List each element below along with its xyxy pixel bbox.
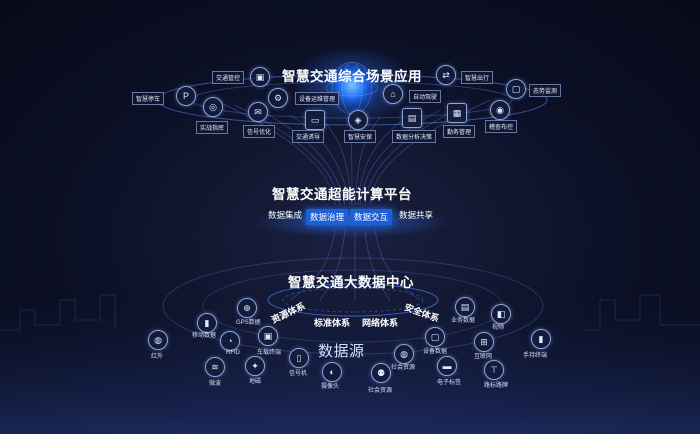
- src-social-resource: 社会资源: [368, 388, 393, 394]
- etag-icon: ▬: [437, 356, 457, 376]
- source-title: 数据源: [318, 343, 365, 360]
- geomag-icon: ✦: [245, 356, 265, 376]
- app-smart-parking: 智慧停车: [132, 92, 165, 105]
- src-mobile: 移动数据: [192, 333, 217, 339]
- app-traffic-guide: 交通诱导: [292, 130, 325, 143]
- app-signal-optimize: 信号优化: [243, 125, 276, 138]
- microwave-icon: ≋: [205, 357, 225, 377]
- city-skyline: [0, 294, 700, 331]
- src-device-data: 设备数据: [423, 349, 448, 355]
- scene-title: 智慧交通综合场景应用: [282, 69, 422, 84]
- src-handheld: 手持终端: [523, 353, 548, 359]
- compute-title: 智慧交通超能计算平台: [272, 187, 412, 202]
- infrared-icon: ◍: [148, 330, 168, 350]
- mobile-icon: ▮: [197, 313, 217, 333]
- app-auto-drive: 自动驾驶: [409, 90, 442, 103]
- situation-icon: ▢: [506, 79, 526, 99]
- city-glow: [0, 300, 700, 434]
- camera-icon: ◐: [322, 362, 342, 382]
- src-etag: 电子标签: [437, 380, 462, 386]
- road-facility-icon: ⊤: [484, 360, 504, 380]
- src-camera: 摄像头: [321, 384, 340, 390]
- social2-icon: ◍: [394, 344, 414, 364]
- src-gps: GPS数据: [236, 320, 261, 326]
- command-icon: ◎: [203, 97, 223, 117]
- app-incident-command: 实战指挥: [196, 121, 229, 134]
- business-icon: ▤: [455, 297, 475, 317]
- travel-icon: ⇄: [436, 65, 456, 85]
- app-situation: 态势监测: [529, 84, 562, 97]
- device-data-icon: ▢: [425, 327, 445, 347]
- src-geomag: 地磁: [249, 379, 262, 385]
- src-rfid: RFID: [226, 350, 240, 356]
- drive-icon: ⌂: [383, 84, 403, 104]
- video-icon: ◧: [491, 304, 511, 324]
- iot-icon: ⊞: [474, 332, 494, 352]
- tag-data-governance: 数据治理: [306, 209, 349, 225]
- gps-icon: ⊕: [237, 298, 257, 318]
- src-video: 视频: [492, 325, 505, 331]
- app-device-mgmt: 设备运维管理: [295, 92, 340, 105]
- src-road-facility: 路标路牌: [484, 383, 509, 389]
- tag-data-integration: 数据集成: [268, 210, 303, 220]
- bigdata-title: 智慧交通大数据中心: [288, 275, 414, 290]
- signal-icon: ✉: [248, 102, 268, 122]
- social-icon: ⚉: [371, 363, 391, 383]
- app-inspection: 稽查布控: [485, 120, 518, 133]
- src-microwave: 微波: [209, 381, 222, 387]
- rfid-icon: ◔: [220, 331, 240, 351]
- app-data-analysis: 数据分析决策: [392, 130, 437, 143]
- app-smart-travel: 智慧出行: [461, 71, 494, 84]
- src-vehicle: 车载终端: [257, 350, 282, 356]
- app-smart-security: 智慧安保: [344, 130, 377, 143]
- service-icon: ▦: [447, 103, 467, 123]
- src-business: 业务数据: [451, 318, 476, 324]
- app-traffic-control: 交通管控: [212, 71, 245, 84]
- vehicle-icon: ▣: [258, 326, 278, 346]
- pillar-standard: 标准体系: [314, 318, 351, 328]
- device-mgmt-icon: ⚙: [268, 88, 288, 108]
- src-iot: 互联网: [474, 354, 493, 360]
- tag-data-sharing: 数据共享: [399, 210, 434, 220]
- src-signal-machine: 信号机: [289, 371, 308, 377]
- parking-icon: P: [176, 86, 196, 106]
- tag-data-interaction: 数据交互: [350, 209, 393, 225]
- src-infrared: 红外: [151, 354, 164, 360]
- guide-icon: ▭: [305, 110, 325, 130]
- analysis-icon: ▤: [402, 108, 422, 128]
- pillar-network: 网络体系: [362, 318, 399, 328]
- traffic-control-icon: ▣: [250, 67, 270, 87]
- handheld-icon: ▮: [531, 329, 551, 349]
- src-social-resource-2: 社会资源: [391, 365, 416, 371]
- security-icon: ◈: [348, 110, 368, 130]
- signal-machine-icon: ▯: [289, 348, 309, 368]
- inspect-icon: ◉: [490, 100, 510, 120]
- app-service-mgmt: 勤务管理: [443, 125, 476, 138]
